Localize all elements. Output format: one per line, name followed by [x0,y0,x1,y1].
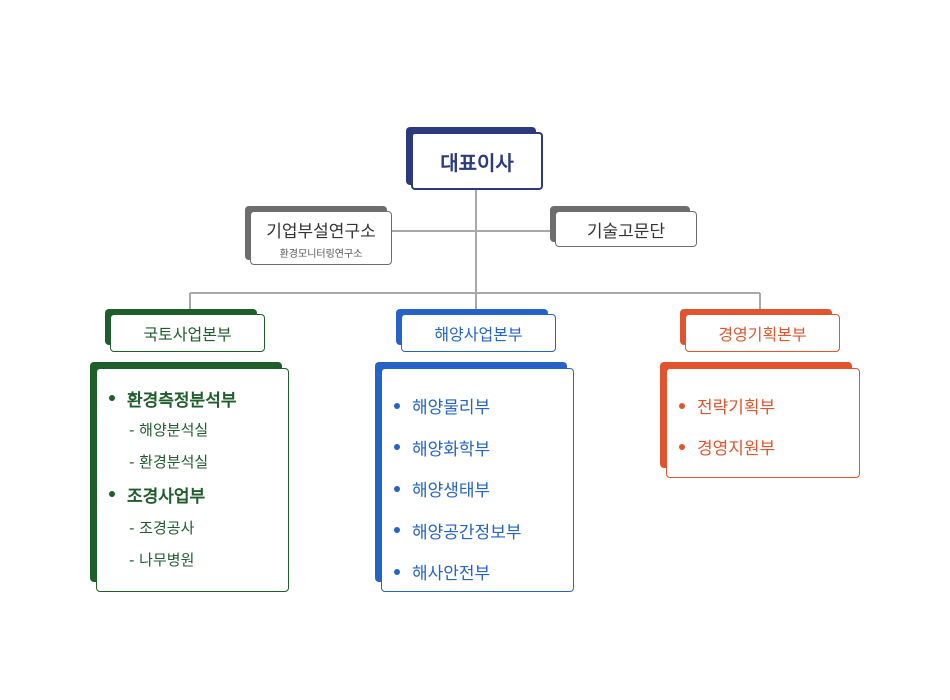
list-item: 해양공간정보부 [394,510,573,552]
bullet-icon [394,402,400,409]
list-item: 전략기획부 [679,385,859,426]
bullet-icon [394,444,400,451]
sub-item-label: - 나무병원 [129,550,195,569]
advisory-box: 기술고문단 [550,206,698,248]
ceo-label: 대표이사 [440,150,514,175]
list-sub-item: - 환경분석실 [109,445,288,477]
list-item: 해양물리부 [394,385,573,427]
list-sub-item: - 조경공사 [109,511,288,543]
bullet-icon [394,568,400,575]
item-label: 경영지원부 [697,439,776,459]
bullet-icon [109,491,115,497]
list-item: 해양화학부 [394,427,573,469]
lab-sub-label: 환경모니터링연구소 [279,248,363,260]
division-list-2: 해양물리부 해양화학부 해양생태부 해양공간정보부 해사안전부 [375,362,575,592]
sub-item-label: - 해양분석실 [129,420,209,439]
division-header-3: 경영기획본부 [680,309,840,352]
division-label-1: 국토사업본부 [143,325,232,344]
bullet-icon [109,395,115,401]
item-label: 환경측정분석부 [127,390,237,411]
item-label: 전략기획부 [697,398,776,418]
division-label-2: 해양사업본부 [434,325,523,344]
division-list-3: 전략기획부 경영지원부 [660,362,860,478]
item-label: 해양화학부 [412,439,491,460]
division-list-1: 환경측정분석부 - 해양분석실 - 환경분석실 조경사업부 - 조경공사 - 나… [90,362,290,592]
list-item: 환경측정분석부 [109,383,288,413]
list-sub-item: - 해양분석실 [109,413,288,445]
advisory-label: 기술고문단 [586,221,666,242]
item-label: 해양생태부 [412,481,491,502]
sub-item-label: - 조경공사 [129,518,195,537]
list-sub-item: - 나무병원 [109,543,288,575]
list-item: 해양생태부 [394,468,573,510]
lab-box: 기업부설연구소 환경모니터링연구소 [245,206,393,266]
list-item: 조경사업부 [109,477,288,511]
lab-label: 기업부설연구소 [266,221,376,242]
bullet-icon [679,402,685,409]
division-header-2: 해양사업본부 [396,309,556,352]
item-label: 해양공간정보부 [412,522,522,543]
division-header-1: 국토사업본부 [105,309,265,352]
item-label: 해양물리부 [412,398,491,419]
bullet-icon [679,443,685,450]
item-label: 해사안전부 [412,564,491,585]
ceo-box: 대표이사 [406,127,544,191]
item-label: 조경사업부 [127,486,206,507]
bullet-icon [394,485,400,492]
bullet-icon [394,527,400,534]
list-item: 경영지원부 [679,426,859,467]
division-label-3: 경영기획본부 [718,325,807,344]
sub-item-label: - 환경분석실 [129,452,209,471]
list-item: 해사안전부 [394,551,573,593]
